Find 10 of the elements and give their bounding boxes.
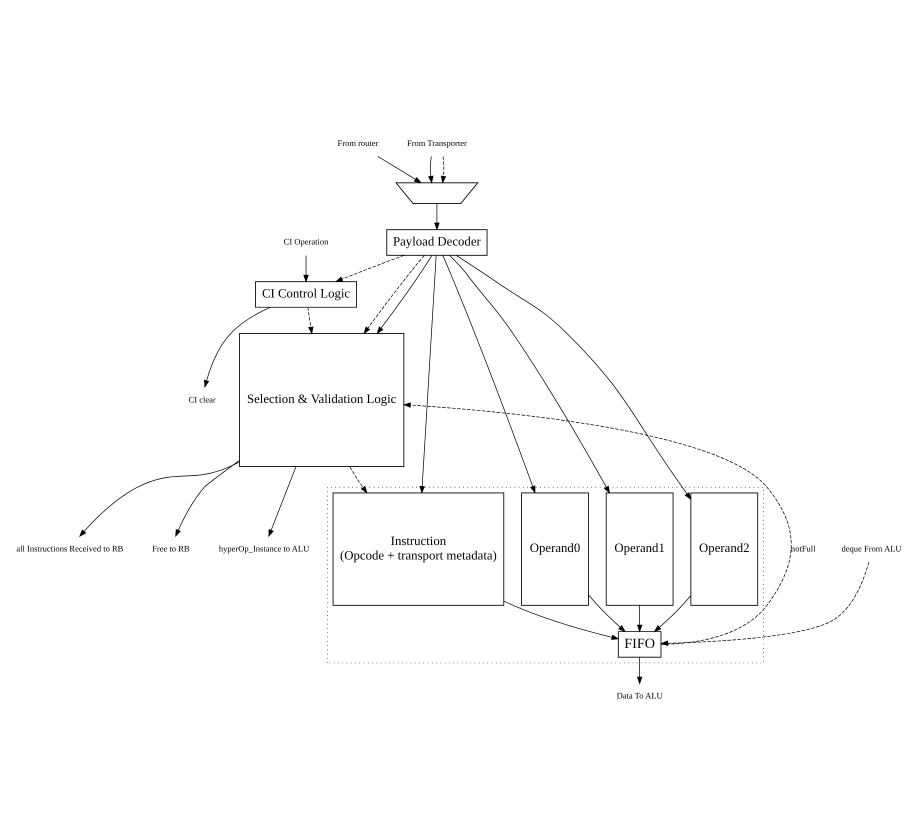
node-text: CI Operation [284,236,328,247]
node-text: Data To ALU [616,690,663,701]
node-text: hyperOp_Instance to ALU [218,543,310,554]
edge-label: notFull [790,543,816,554]
node-text: From router [337,138,378,148]
node-text: deque From ALU [842,543,902,554]
node-text: Free to RB [152,543,190,554]
node-text: From Transporter [406,138,467,148]
node-text: CI clear [188,394,216,404]
node-text: all Instructions Received to RB [16,543,124,554]
